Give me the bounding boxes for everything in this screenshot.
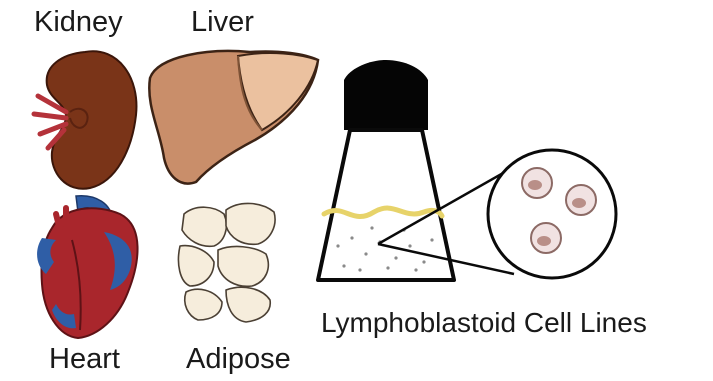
cell-1 bbox=[522, 168, 552, 198]
liver-icon bbox=[149, 51, 318, 184]
kidney-icon bbox=[34, 51, 136, 188]
cell-3 bbox=[531, 223, 561, 253]
adipose-icon bbox=[178, 203, 275, 322]
magnified-cells-icon bbox=[488, 150, 616, 278]
cell-2 bbox=[566, 185, 596, 215]
heart-icon bbox=[37, 196, 137, 338]
